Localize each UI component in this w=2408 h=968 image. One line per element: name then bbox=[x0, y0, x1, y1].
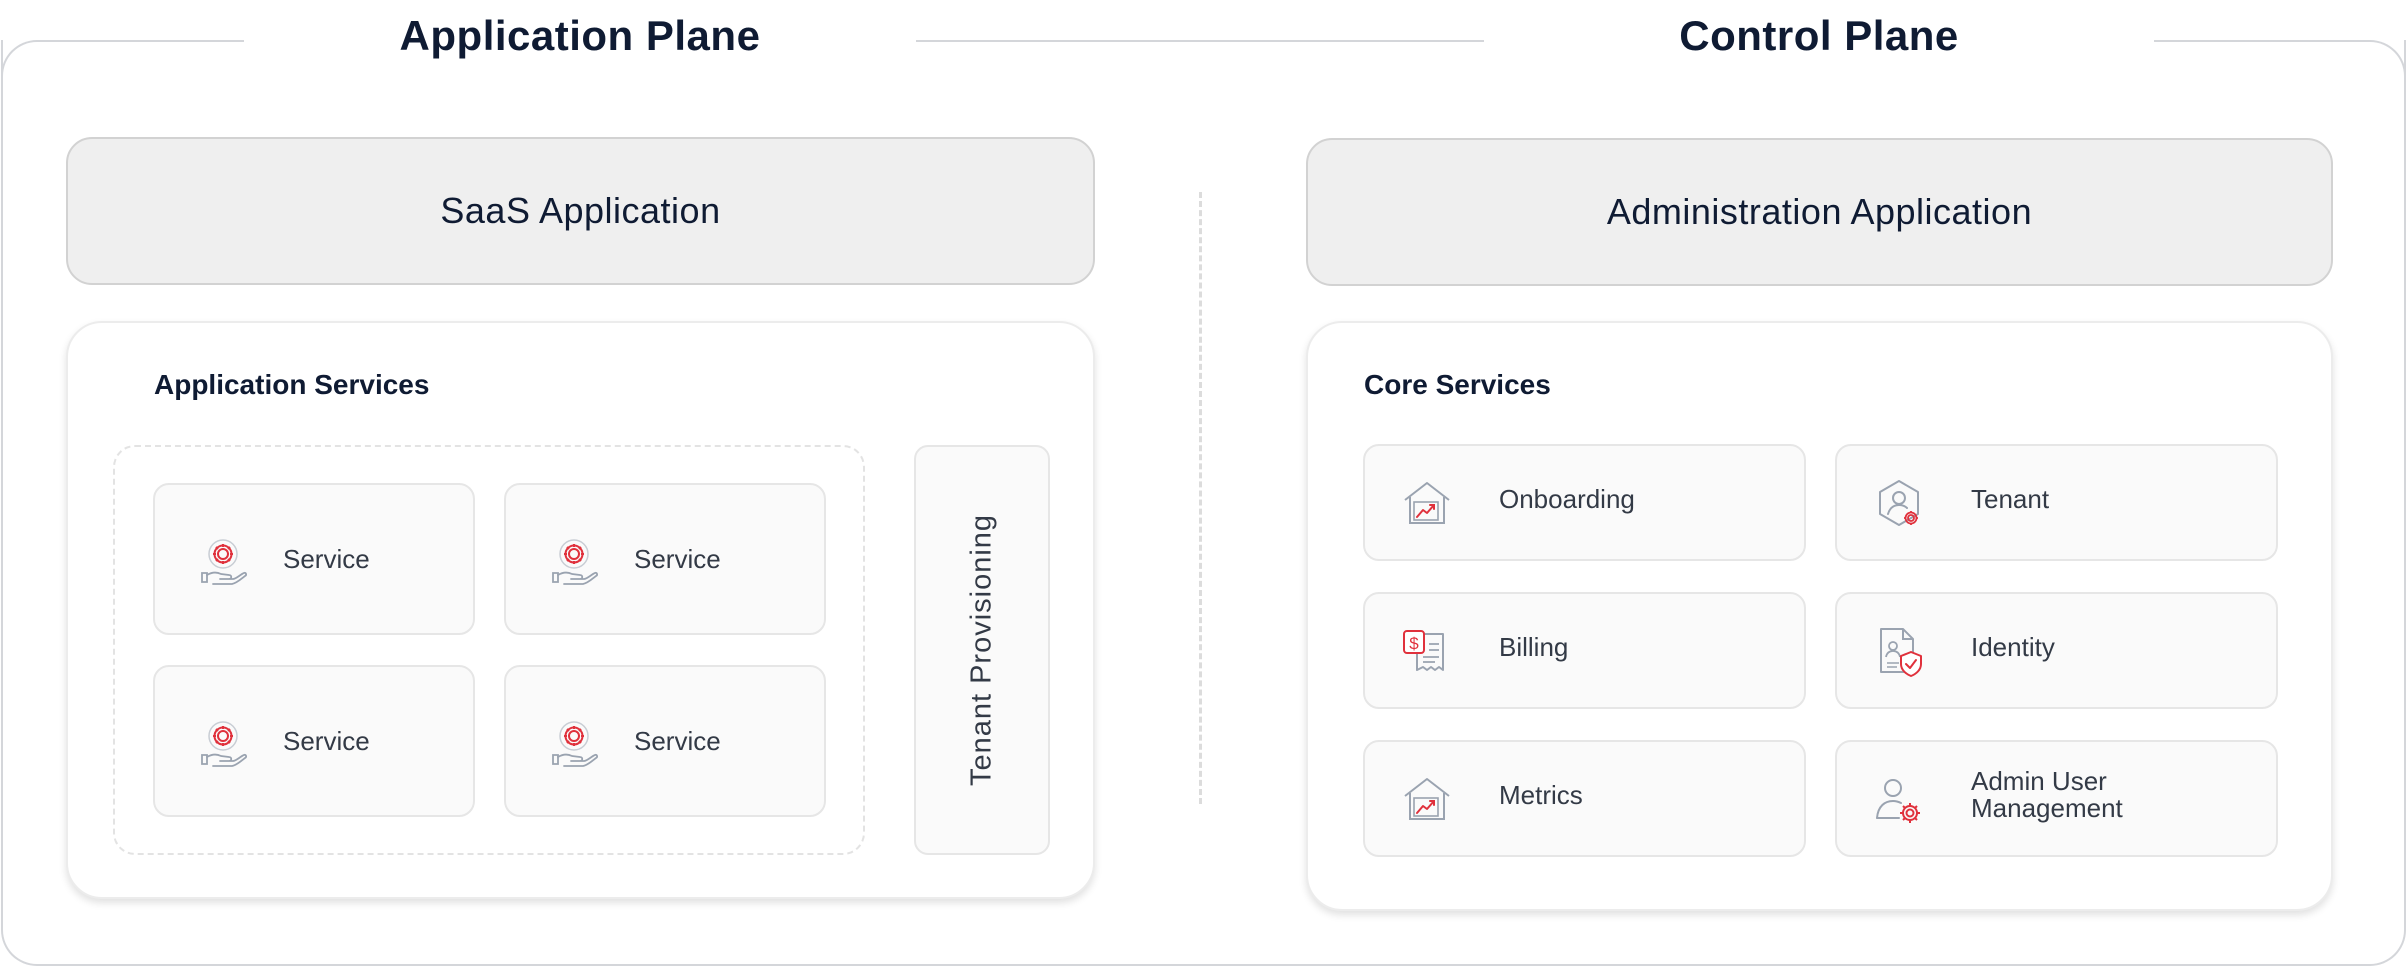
gear-hand-icon bbox=[546, 533, 602, 589]
administration-application-label: Administration Application bbox=[1606, 191, 2033, 232]
service-label: Service bbox=[634, 544, 721, 574]
admin-user-management-label: Admin User Management bbox=[1971, 766, 2123, 824]
core-service-card-identity: Identity bbox=[1835, 592, 2278, 709]
application-plane-title: Application Plane bbox=[399, 12, 761, 59]
identity-label: Identity bbox=[1971, 632, 2055, 662]
saas-application-banner: SaaS Application bbox=[66, 137, 1095, 285]
application-services-heading: Application Services bbox=[154, 369, 430, 400]
control-plane-title: Control Plane bbox=[1679, 12, 1959, 59]
user-gear-icon bbox=[1871, 772, 1927, 828]
service-label: Service bbox=[283, 726, 370, 756]
hexagon-user-gear-icon bbox=[1871, 476, 1927, 532]
gear-hand-icon bbox=[195, 533, 251, 589]
house-chart-icon bbox=[1399, 476, 1455, 532]
application-services-panel: Application Services Service Service Ser… bbox=[66, 321, 1095, 899]
services-group bbox=[113, 445, 865, 855]
document-user-shield-icon bbox=[1871, 624, 1927, 680]
service-card: Service bbox=[153, 483, 475, 635]
service-card: Service bbox=[504, 483, 826, 635]
tenant-provisioning-label: Tenant Provisioning bbox=[965, 513, 998, 787]
tenant-label: Tenant bbox=[1971, 484, 2050, 514]
core-services-panel: Core Services Onboarding Tenant Billing … bbox=[1306, 321, 2333, 911]
gear-hand-icon bbox=[195, 715, 251, 771]
frame-top-line-left bbox=[40, 40, 244, 42]
frame-top-line-middle bbox=[916, 40, 1484, 42]
plane-divider bbox=[1199, 192, 1202, 804]
outer-frame bbox=[1, 40, 2406, 966]
core-service-card-onboarding: Onboarding bbox=[1363, 444, 1806, 561]
tenant-provisioning-box: Tenant Provisioning bbox=[914, 445, 1050, 855]
core-services-heading: Core Services bbox=[1364, 369, 1551, 400]
billing-label: Billing bbox=[1499, 632, 1569, 662]
core-service-card-admin-user-management: Admin User Management bbox=[1835, 740, 2278, 857]
core-service-card-metrics: Metrics bbox=[1363, 740, 1806, 857]
dollar-receipt-icon bbox=[1399, 624, 1455, 680]
service-label: Service bbox=[283, 544, 370, 574]
frame-top-line-right bbox=[2154, 40, 2368, 42]
gear-hand-icon bbox=[546, 715, 602, 771]
service-label: Service bbox=[634, 726, 721, 756]
service-card: Service bbox=[504, 665, 826, 817]
core-service-card-billing: Billing bbox=[1363, 592, 1806, 709]
saas-application-label: SaaS Application bbox=[440, 190, 721, 231]
core-service-card-tenant: Tenant bbox=[1835, 444, 2278, 561]
service-card: Service bbox=[153, 665, 475, 817]
onboarding-label: Onboarding bbox=[1499, 484, 1635, 514]
metrics-label: Metrics bbox=[1499, 780, 1583, 810]
administration-application-banner: Administration Application bbox=[1306, 138, 2333, 286]
house-chart-icon bbox=[1399, 772, 1455, 828]
